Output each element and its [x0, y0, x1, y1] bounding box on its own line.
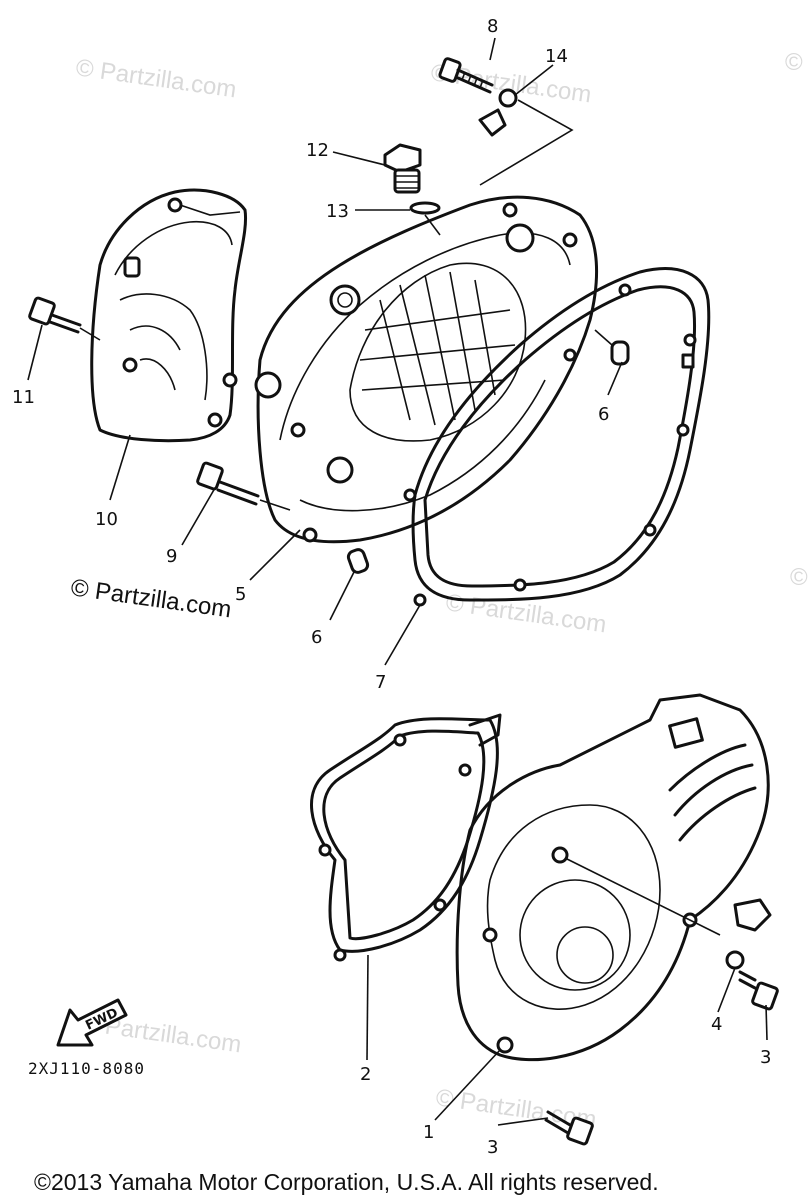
callout-6-upper: 6	[598, 404, 609, 425]
part-8-bolt	[438, 57, 494, 94]
part-11-bolt	[28, 296, 101, 341]
watermark: © Partzilla.com	[785, 49, 810, 76]
part-6-dowel-lower	[346, 548, 370, 574]
part-6-dowel-upper	[594, 329, 630, 366]
part-4-clamp	[725, 898, 772, 970]
callout-12: 12	[306, 140, 329, 161]
callout-7: 7	[375, 672, 386, 693]
callout-6-lower: 6	[311, 627, 322, 648]
watermark: © Partzilla.com	[444, 589, 608, 638]
part-7-gasket	[403, 267, 711, 607]
callout-10: 10	[95, 509, 118, 530]
copyright-notice: ©2013 Yamaha Motor Corporation, U.S.A. A…	[34, 1169, 659, 1195]
callout-3-lower: 3	[487, 1137, 498, 1158]
part-10-cover	[90, 188, 248, 443]
diagram-code: 2XJ110-8080	[28, 1059, 145, 1078]
part-9-bolt	[196, 461, 291, 511]
leader-lines	[27, 37, 768, 1126]
watermark-dark: © Partzilla.com	[69, 574, 233, 623]
part-3-bolt-right	[738, 970, 779, 1011]
part-3-bolt-lower	[544, 1110, 594, 1146]
part-12-plug	[383, 143, 422, 194]
callout-13: 13	[326, 201, 349, 222]
callout-9: 9	[166, 546, 177, 567]
part-1-generator-cover	[455, 693, 770, 1062]
callouts: 8 14 12 13 11 10 9 5 6 6 7 2 1 3 3 4	[12, 16, 771, 1158]
callout-1: 1	[423, 1122, 434, 1143]
part-14-clamp	[478, 88, 574, 186]
watermark: © Partzilla.com	[74, 54, 238, 103]
callout-2: 2	[360, 1064, 371, 1085]
callout-8: 8	[487, 16, 498, 37]
part-5-crankcase-cover	[254, 195, 598, 544]
callout-5: 5	[235, 584, 246, 605]
callout-14: 14	[545, 46, 568, 67]
callout-11: 11	[12, 387, 35, 408]
watermark: © Partzilla.com	[790, 564, 810, 591]
callout-4: 4	[711, 1014, 722, 1035]
callout-3-right: 3	[760, 1047, 771, 1068]
part-2-gasket	[310, 713, 502, 962]
part-13-oring	[409, 201, 441, 215]
